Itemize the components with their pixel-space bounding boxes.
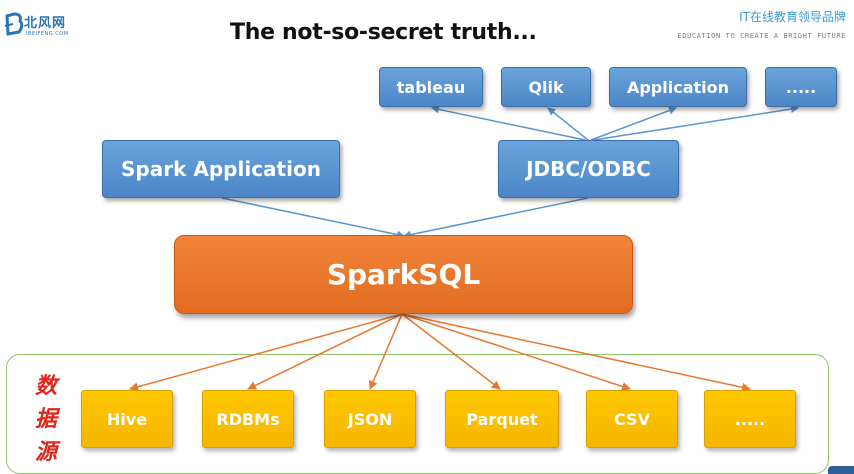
sparksql-box: SparkSQL	[174, 235, 633, 314]
bi-tool-more: .....	[765, 67, 837, 107]
core-input-arrows	[221, 197, 589, 239]
data-sources-label-char: 源	[34, 439, 57, 465]
brand-slogan-en: EDUCATION TO CREATE A BRIGHT FUTURE	[677, 32, 846, 40]
logo-text: 北风网	[24, 16, 67, 31]
spark-application-box: Spark Application	[102, 140, 340, 198]
data-sources-label-char: 据	[34, 406, 57, 432]
logo-b-icon	[4, 12, 24, 36]
source-more: .....	[704, 390, 796, 448]
data-sources-label-char: 数	[34, 373, 57, 399]
source-parquet: Parquet	[445, 390, 559, 448]
source-rdbms: RDBMs	[202, 390, 294, 448]
beifeng-logo: 北风网 IBEIFENG.COM	[4, 12, 74, 42]
source-csv: CSV	[586, 390, 678, 448]
jdbc-odbc-box: JDBC/ODBC	[498, 140, 679, 198]
bi-tool-application: Application	[609, 67, 747, 107]
bi-tool-tableau: tableau	[379, 67, 483, 107]
slide-title: The not-so-secret truth...	[230, 20, 537, 45]
brand-slogan-cn: IT在线教育领导品牌	[739, 10, 846, 24]
slide-corner-decoration	[828, 466, 854, 474]
data-sources-label: 数 据 源	[34, 370, 58, 469]
source-hive: Hive	[81, 390, 173, 448]
bi-tool-arrows	[431, 105, 799, 141]
brand-tagline: IT在线教育领导品牌 EDUCATION TO CREATE A BRIGHT …	[677, 8, 846, 40]
logo-subtext: IBEIFENG.COM	[26, 31, 69, 37]
source-json: JSON	[324, 390, 416, 448]
bi-tool-qlik: Qlik	[501, 67, 591, 107]
data-source-arrows	[129, 313, 751, 392]
